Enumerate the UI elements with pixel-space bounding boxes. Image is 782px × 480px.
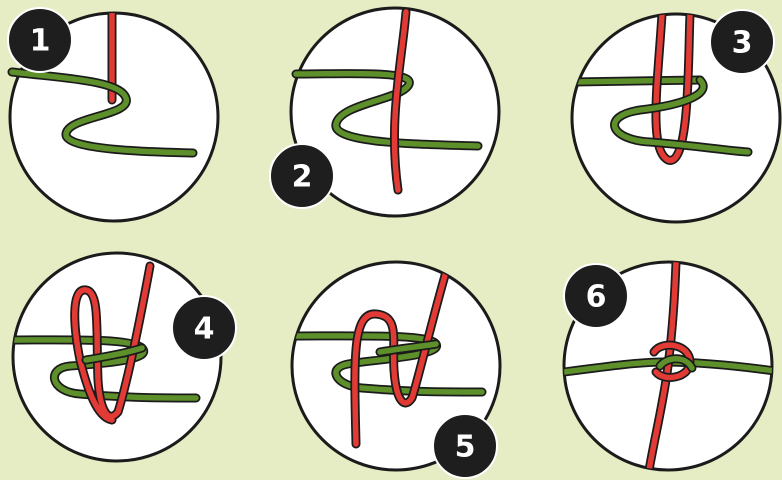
step-3-number: 3 bbox=[732, 26, 753, 61]
green-cord-upper bbox=[568, 80, 700, 82]
step-1-number: 1 bbox=[30, 24, 51, 59]
step-4-panel: 4 bbox=[8, 253, 236, 461]
step-5-number: 5 bbox=[455, 430, 476, 465]
step-4-number: 4 bbox=[194, 312, 215, 347]
step-2-panel: 2 bbox=[270, 8, 499, 216]
step-3-panel: 3 bbox=[568, 10, 780, 222]
step-5-panel: 5 bbox=[290, 262, 500, 478]
step-6-number: 6 bbox=[586, 280, 607, 315]
step-1-panel: 1 bbox=[8, 8, 218, 221]
step-6-panel: 6 bbox=[564, 262, 782, 476]
step-2-number: 2 bbox=[292, 160, 313, 195]
